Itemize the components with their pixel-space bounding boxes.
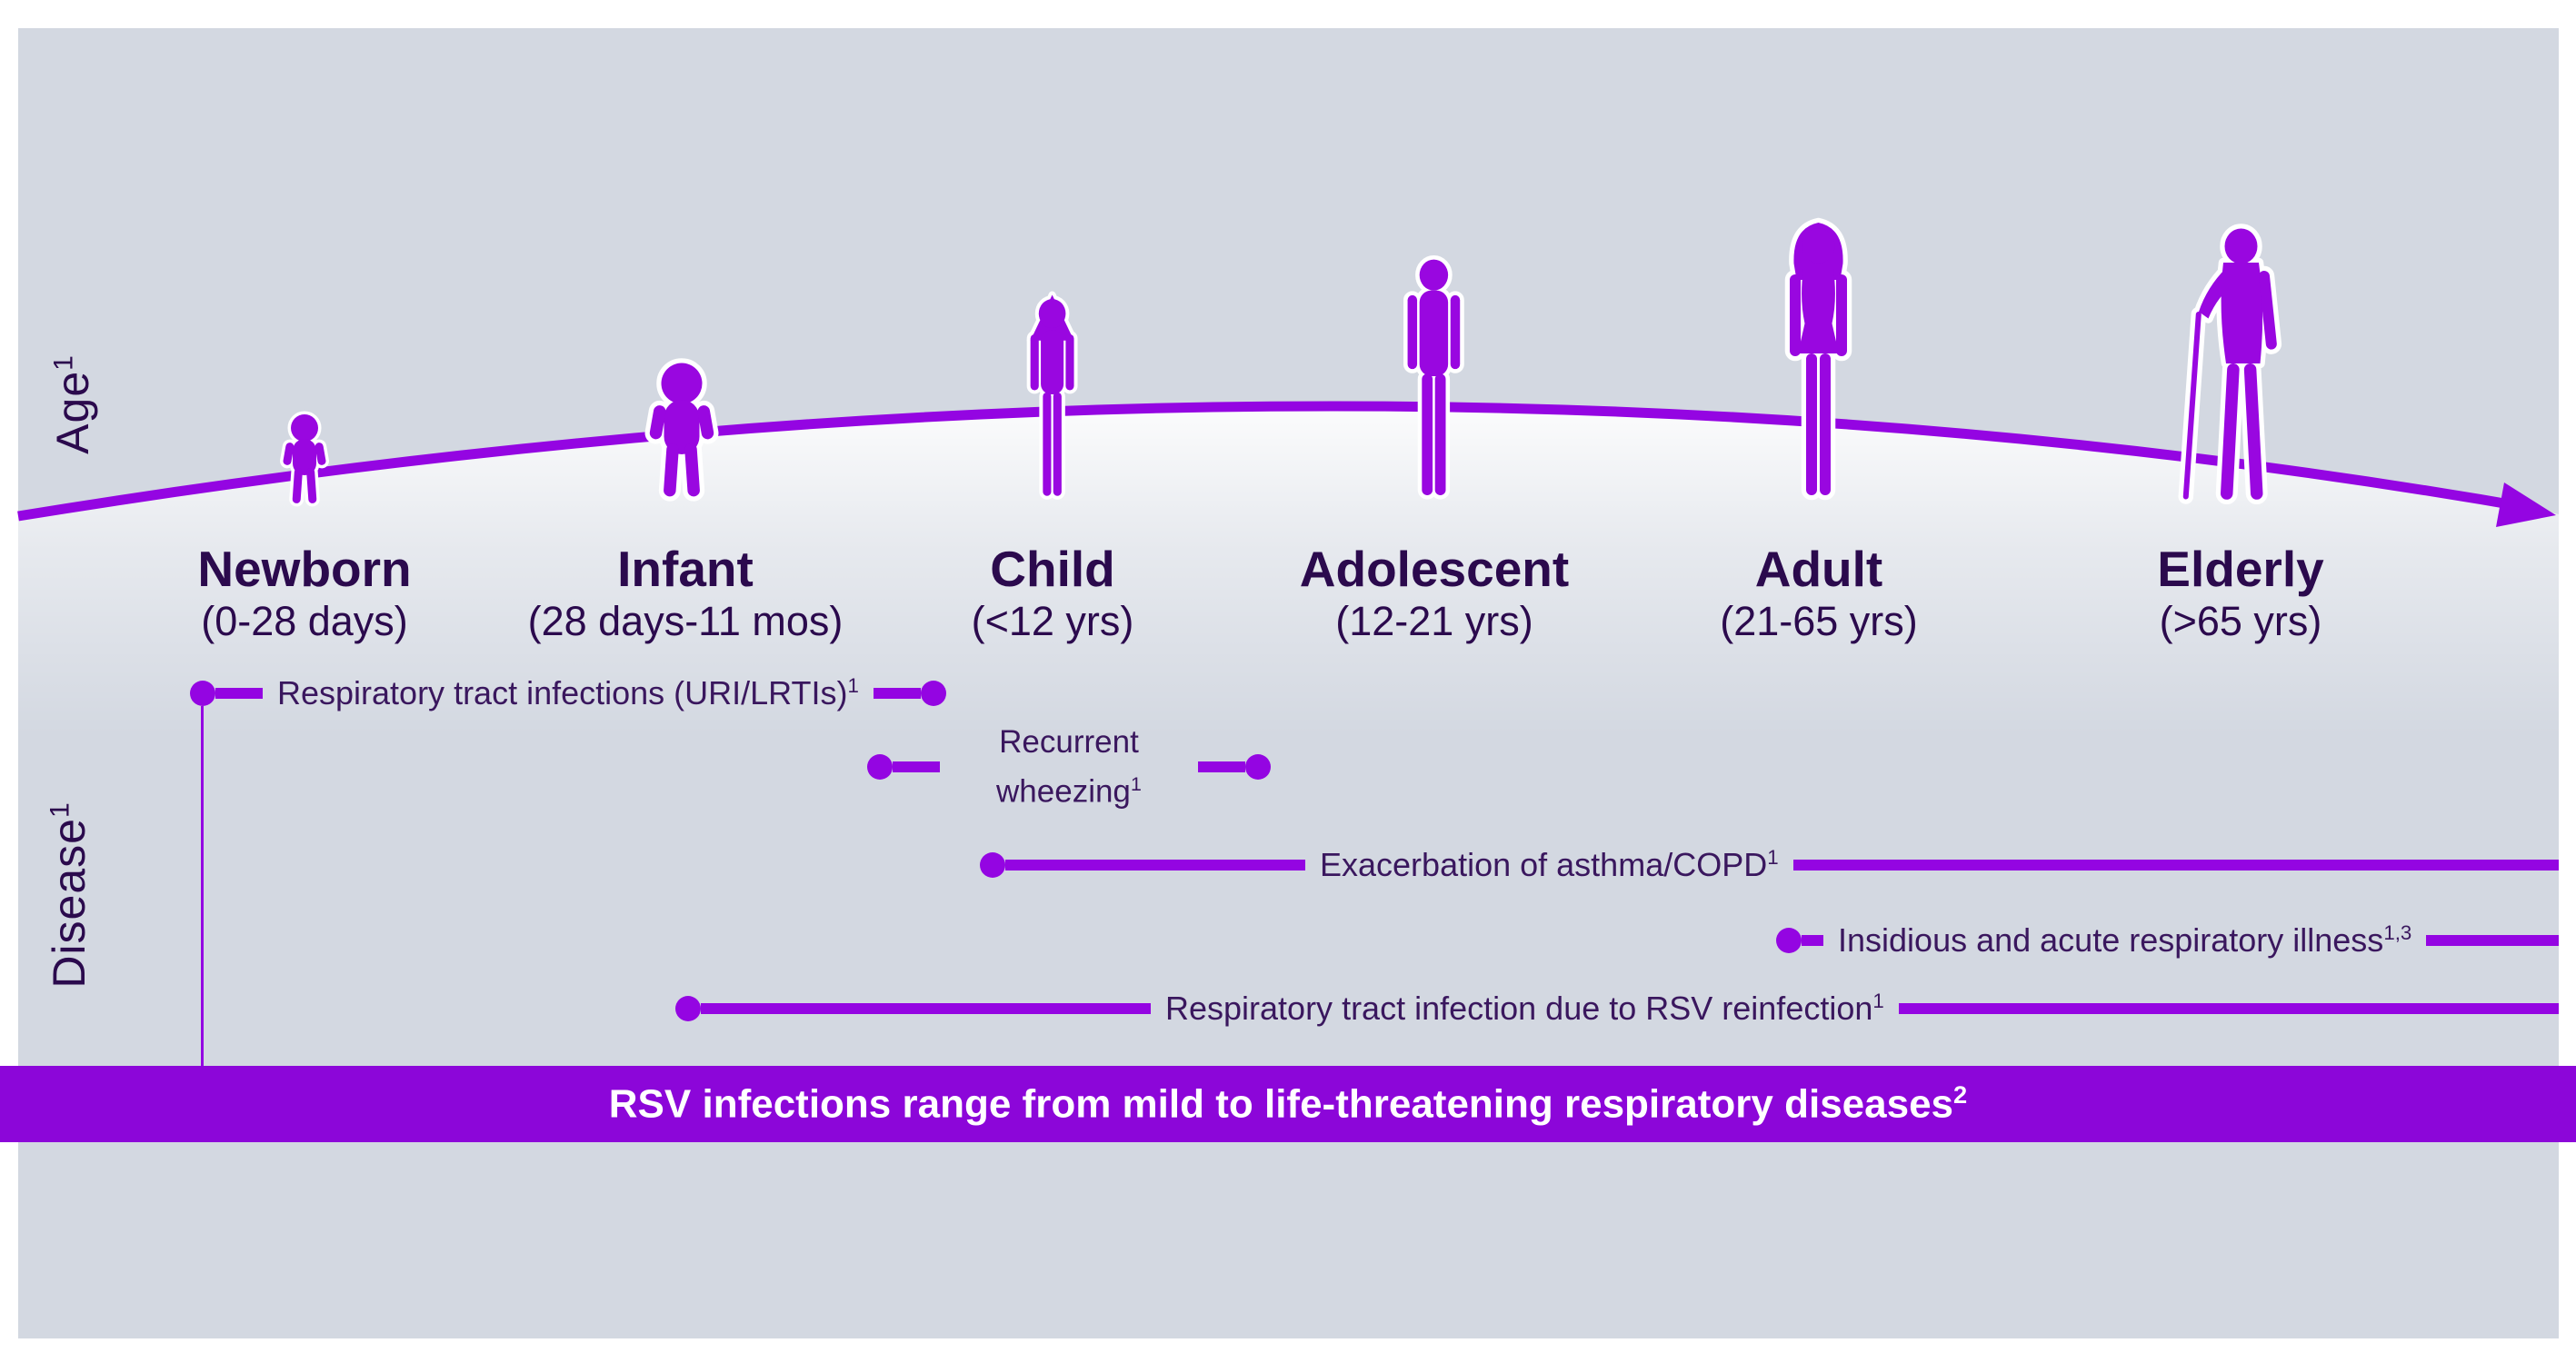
range-start-dot [867, 754, 893, 781]
age-group-newborn: Newborn (0-28 days) [68, 542, 541, 647]
age-group-name: Elderly [2157, 541, 2324, 597]
range-line [215, 688, 263, 699]
range-start-dot [190, 681, 215, 706]
range-line [1005, 860, 1305, 871]
range-line-to-edge [2426, 935, 2559, 946]
banner-text: RSV infections range from mild to life-t… [608, 1080, 1968, 1127]
range-line [701, 1003, 1151, 1014]
age-group-range: (12-21 yrs) [1335, 598, 1533, 644]
age-group-adolescent: Adolescent (12-21 yrs) [1198, 542, 1671, 647]
disease-row-asthma-copd: Exacerbation of asthma/COPD1 [980, 843, 2559, 887]
age-group-adult: Adult (21-65 yrs) [1583, 542, 2055, 647]
range-end-dot [1245, 754, 1271, 781]
rsv-severity-banner: RSV infections range from mild to life-t… [0, 1066, 2576, 1142]
range-line-to-edge [1898, 1003, 2559, 1014]
disease-label: Respiratory tract infections (URI/LRTIs)… [277, 674, 859, 711]
range-line [893, 761, 940, 773]
disease-label: Exacerbation of asthma/COPD1 [1320, 846, 1779, 883]
age-group-name: Newborn [197, 541, 412, 597]
disease-row-recurrent-wheezing: Recurrent wheezing1 [867, 721, 1271, 813]
disease-axis-label: Disease1 [44, 801, 95, 989]
age-group-range: (28 days-11 mos) [527, 598, 844, 644]
age-group-elderly: Elderly (>65 yrs) [2004, 542, 2477, 647]
age-group-infant: Infant (28 days-11 mos) [449, 542, 922, 647]
disease-row-uri-lrti: Respiratory tract infections (URI/LRTIs)… [190, 672, 946, 715]
disease-label: Recurrent wheezing1 [996, 724, 1142, 810]
age-group-child: Child (<12 yrs) [816, 542, 1289, 647]
age-group-name: Child [990, 541, 1115, 597]
age-axis-label: Age1 [47, 354, 98, 454]
newborn-to-banner-connector [201, 706, 204, 1068]
age-group-range: (<12 yrs) [971, 598, 1134, 644]
range-start-dot [1776, 928, 1802, 953]
range-line [1802, 935, 1823, 946]
age-group-range: (0-28 days) [201, 598, 408, 644]
range-start-dot [675, 996, 701, 1021]
range-line [873, 688, 921, 699]
age-group-range: (21-65 yrs) [1720, 598, 1918, 644]
disease-label: Insidious and acute respiratory illness1… [1838, 921, 2412, 959]
age-group-name: Adult [1754, 541, 1883, 597]
age-group-name: Adolescent [1299, 541, 1570, 597]
range-line [1198, 761, 1245, 773]
range-end-dot [920, 681, 946, 706]
age-group-range: (>65 yrs) [2159, 598, 2322, 644]
range-start-dot [980, 852, 1005, 878]
disease-label: Respiratory tract infection due to RSV r… [1165, 990, 1884, 1027]
age-group-name: Infant [617, 541, 754, 597]
disease-row-insidious-acute: Insidious and acute respiratory illness1… [1776, 919, 2559, 962]
disease-row-rsv-reinfection: Respiratory tract infection due to RSV r… [675, 987, 2559, 1030]
range-line-to-edge [1792, 860, 2559, 871]
